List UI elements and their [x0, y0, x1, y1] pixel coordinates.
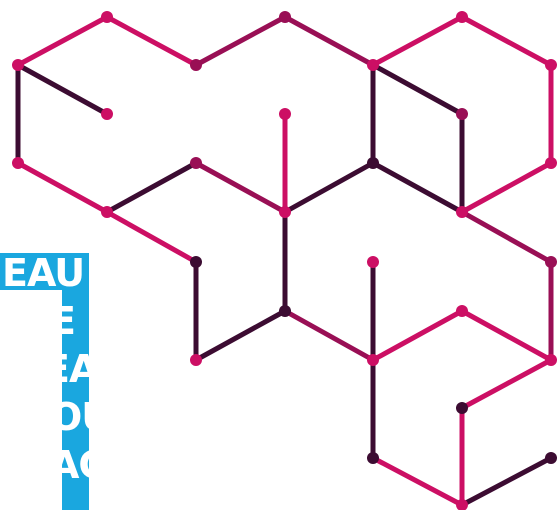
side-panel-line-2: E: [50, 299, 76, 343]
network-node: [456, 108, 468, 120]
network-node: [190, 354, 202, 366]
network-node: [279, 108, 291, 120]
side-panel-cap: [0, 253, 89, 290]
network-node: [456, 11, 468, 23]
network-edge: [193, 160, 288, 215]
network-node: [545, 452, 557, 464]
network-edge: [282, 308, 376, 363]
network-edge: [370, 308, 465, 363]
network-edge: [459, 14, 554, 68]
network-node: [279, 206, 291, 218]
side-panel-line-3: EA: [44, 347, 89, 391]
network-edge: [282, 160, 376, 215]
network-edge: [459, 160, 554, 215]
network-node: [101, 206, 113, 218]
network-node: [101, 108, 113, 120]
network-edge: [193, 308, 288, 363]
network-node: [545, 354, 557, 366]
network-node: [12, 157, 24, 169]
network-edge: [193, 14, 288, 68]
network-node: [456, 402, 468, 414]
network-edge: [104, 14, 199, 68]
network-edge: [15, 62, 110, 117]
side-panel-line-1: EAU: [2, 253, 85, 295]
network-node: [279, 11, 291, 23]
side-panel: EAU E EA OU AC: [0, 253, 89, 510]
network-edge: [104, 209, 199, 265]
side-panel-line-4: OU: [50, 395, 89, 439]
network-edge: [459, 209, 554, 265]
network-node: [456, 305, 468, 317]
network-node: [190, 59, 202, 71]
network-node: [101, 11, 113, 23]
network-node: [367, 59, 379, 71]
network-edge: [370, 62, 465, 117]
side-panel-text: EAU E EA OU AC: [0, 253, 89, 489]
network-edge: [15, 14, 110, 68]
network-node: [367, 157, 379, 169]
network-node: [456, 206, 468, 218]
network-node: [545, 256, 557, 268]
network-edge: [370, 14, 465, 68]
network-edge: [104, 160, 199, 215]
network-edge: [370, 160, 465, 215]
network-edge: [459, 357, 554, 411]
network-node: [367, 452, 379, 464]
network-node: [367, 256, 379, 268]
network-node: [367, 354, 379, 366]
network-node: [12, 59, 24, 71]
network-node: [545, 157, 557, 169]
network-edge: [459, 308, 554, 363]
network-nodes: [12, 11, 557, 510]
network-edge: [15, 160, 110, 215]
side-panel-line-5: AC: [50, 443, 89, 487]
network-node: [190, 256, 202, 268]
network-node: [456, 499, 468, 510]
network-node: [545, 59, 557, 71]
network-edge: [370, 455, 465, 508]
side-panel-strip: [62, 253, 89, 510]
network-edge: [282, 14, 376, 68]
network-edges: [15, 14, 554, 508]
network-node: [190, 157, 202, 169]
network-edge: [459, 455, 554, 508]
network-node: [279, 305, 291, 317]
